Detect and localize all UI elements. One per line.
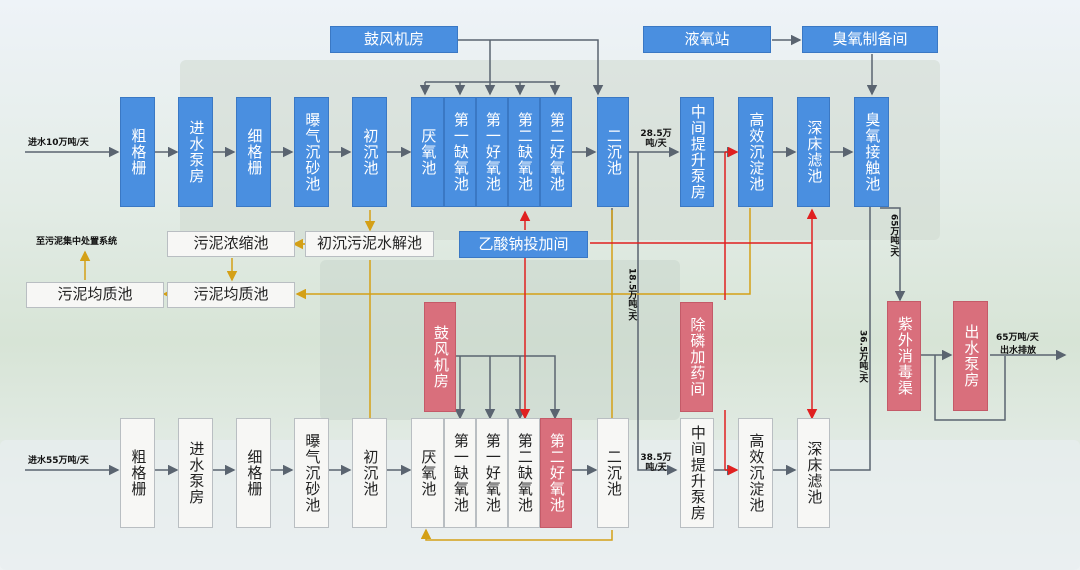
aerated-grit-bottom: 曝气沉砂池 bbox=[294, 418, 329, 528]
primary-clarifier-bottom: 初沉池 bbox=[352, 418, 387, 528]
aerated-grit-top: 曝气沉砂池 bbox=[294, 97, 329, 207]
anoxic-1-bottom: 第一缺氧池 bbox=[444, 418, 476, 528]
inlet-label-top: 进水10万吨/天 bbox=[28, 138, 89, 148]
primary-clarifier-top: 初沉池 bbox=[352, 97, 387, 207]
sludge-homogenizer-right: 污泥均质池 bbox=[167, 282, 295, 308]
sludge-homogenizer-left: 污泥均质池 bbox=[26, 282, 164, 308]
deep-bed-filter-bottom: 深床滤池 bbox=[797, 418, 830, 528]
sludge-thickener: 污泥浓缩池 bbox=[167, 231, 295, 257]
to-sludge-disposal-label: 至污泥集中处置系统 bbox=[36, 237, 118, 247]
outlet-flow-label: 65万吨/天 bbox=[996, 333, 1039, 343]
mid-lift-pump-bottom: 中间提升泵房 bbox=[680, 418, 714, 528]
flow-385-label: 38.5万吨/天 bbox=[640, 453, 672, 474]
aerobic-1-top: 第一好氧池 bbox=[476, 97, 508, 207]
aerobic-2-top: 第二好氧池 bbox=[540, 97, 572, 207]
coarse-screen-bottom: 粗格栅 bbox=[120, 418, 155, 528]
inlet-label-bottom: 进水55万吨/天 bbox=[28, 456, 89, 466]
uv-disinfection-channel: 紫外消毒渠 bbox=[887, 301, 921, 411]
coarse-screen-top: 粗格栅 bbox=[120, 97, 155, 207]
deep-bed-filter-top: 深床滤池 bbox=[797, 97, 830, 207]
flow-365-label: 36.5万吨/天 bbox=[857, 330, 868, 383]
flow-285-label: 28.5万吨/天 bbox=[640, 129, 672, 150]
anoxic-2-bottom: 第二缺氧池 bbox=[508, 418, 540, 528]
inlet-pump-top: 进水泵房 bbox=[178, 97, 213, 207]
ozone-prep-room: 臭氧制备间 bbox=[802, 26, 938, 53]
ozone-contact-tank: 臭氧接触池 bbox=[854, 97, 889, 207]
mid-lift-pump-top: 中间提升泵房 bbox=[680, 97, 714, 207]
anaerobic-bottom: 厌氧池 bbox=[411, 418, 444, 528]
aerobic-2-bottom: 第二好氧池 bbox=[540, 418, 572, 528]
blower-room-top: 鼓风机房 bbox=[330, 26, 458, 53]
inlet-pump-bottom: 进水泵房 bbox=[178, 418, 213, 528]
high-eff-sedimentation-bottom: 高效沉淀池 bbox=[738, 418, 773, 528]
secondary-clarifier-top: 二沉池 bbox=[597, 97, 629, 207]
aerobic-1-bottom: 第一好氧池 bbox=[476, 418, 508, 528]
outlet-discharge-label: 出水排放 bbox=[1000, 346, 1037, 356]
blower-room-middle: 鼓风机房 bbox=[424, 302, 456, 412]
anaerobic-top: 厌氧池 bbox=[411, 97, 444, 207]
flow-185-label: 18.5万吨/天 bbox=[626, 268, 637, 321]
fine-screen-top: 细格栅 bbox=[236, 97, 271, 207]
sodium-acetate-dosing-room: 乙酸钠投加间 bbox=[459, 231, 588, 258]
primary-sludge-hydrolysis-tank: 初沉污泥水解池 bbox=[305, 231, 434, 257]
phosphorus-removal-dosing-room: 除磷加药间 bbox=[680, 302, 713, 412]
fine-screen-bottom: 细格栅 bbox=[236, 418, 271, 528]
background-plant-area-lower bbox=[320, 260, 680, 420]
secondary-clarifier-bottom: 二沉池 bbox=[597, 418, 629, 528]
anoxic-1-top: 第一缺氧池 bbox=[444, 97, 476, 207]
liquid-oxygen-station: 液氧站 bbox=[643, 26, 771, 53]
high-eff-sedimentation-top: 高效沉淀池 bbox=[738, 97, 773, 207]
anoxic-2-top: 第二缺氧池 bbox=[508, 97, 540, 207]
flow-65-vertical-label: 65万吨/天 bbox=[888, 214, 899, 257]
outlet-pump-room: 出水泵房 bbox=[953, 301, 988, 411]
